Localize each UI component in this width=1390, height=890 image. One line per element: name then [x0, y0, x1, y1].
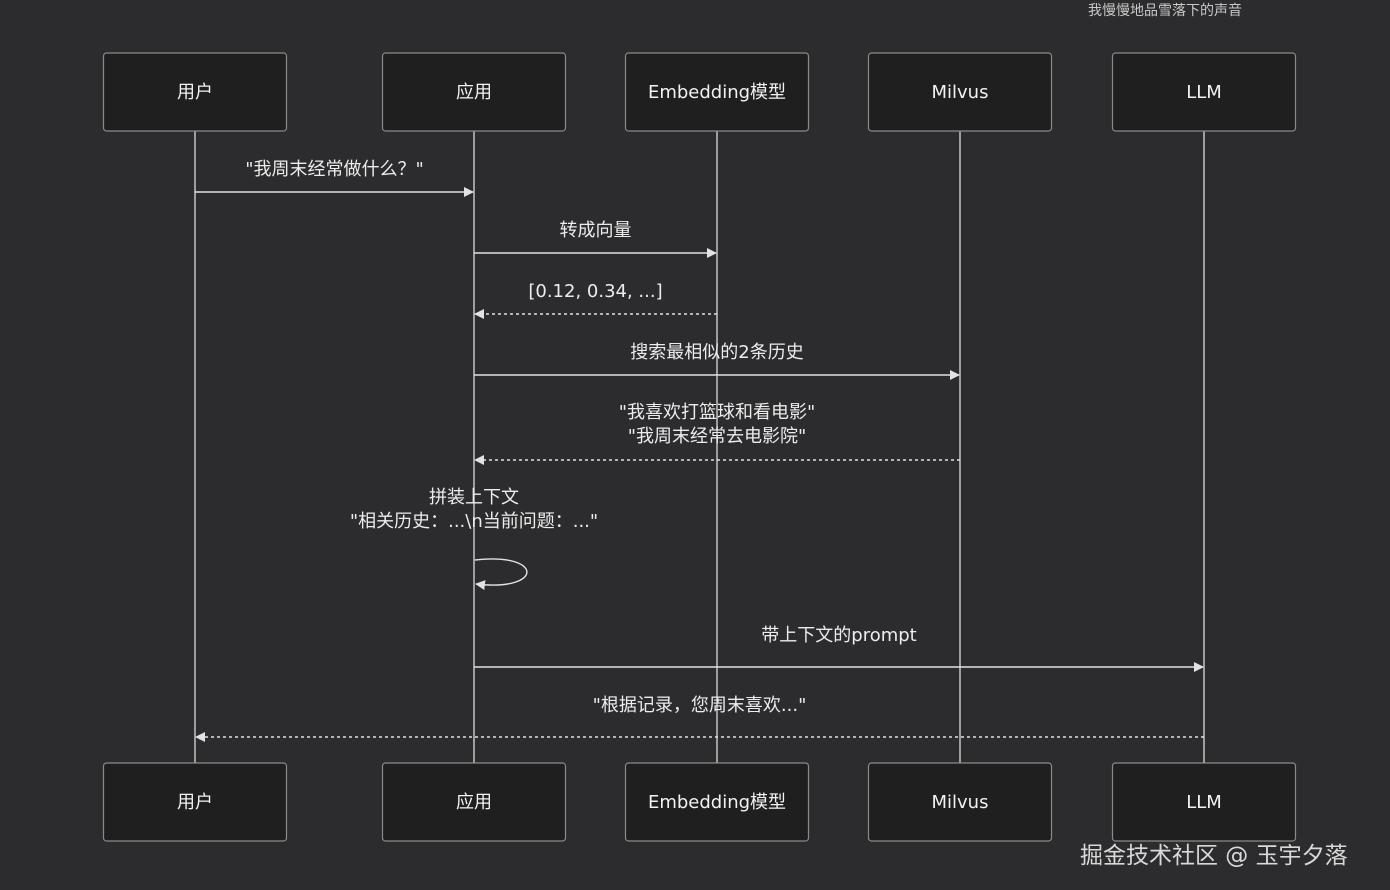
actor-box-milvus-bottom: [867, 762, 1053, 842]
message-4: 搜索最相似的2条历史: [474, 342, 960, 380]
message-3-label-1: [0.12, 0.34, ...]: [528, 281, 662, 302]
message-5: "我喜欢打篮球和看电影" "我周末经常去电影院": [474, 402, 960, 465]
actor-embed-top: Embedding模型: [624, 52, 810, 132]
message-6-label-1: 拼装上下文: [429, 487, 519, 508]
actor-box-user-bottom: [102, 762, 288, 842]
actor-box-llm-top: [1111, 52, 1297, 132]
actor-box-embed-top: [624, 52, 810, 132]
message-7-label-1: 带上下文的prompt: [761, 625, 916, 646]
message-6-label-2: "相关历史：...\n当前问题：...": [350, 511, 598, 532]
actor-box-app-bottom: [381, 762, 567, 842]
actor-label-user-bottom: 用户: [177, 792, 213, 813]
watermark: 掘金技术社区 @ 玉宇夕落: [1080, 843, 1348, 869]
actor-llm-bottom: LLM: [1111, 762, 1297, 842]
header-note: 我慢慢地品雪落下的声音: [1088, 3, 1242, 19]
message-1-label-1: "我周末经常做什么？": [245, 159, 424, 180]
message-8-label-1: "根据记录，您周末喜欢...": [593, 695, 807, 716]
actor-label-user-top: 用户: [177, 82, 213, 103]
message-5-label-2: "我周末经常去电影院": [628, 426, 807, 447]
actor-milvus-bottom: Milvus: [867, 762, 1053, 842]
actor-label-milvus-bottom: Milvus: [932, 792, 989, 813]
message-4-label-1: 搜索最相似的2条历史: [630, 342, 803, 363]
actor-milvus-top: Milvus: [867, 52, 1053, 132]
actor-user-bottom: 用户: [102, 762, 288, 842]
message-6-loop: [474, 558, 528, 591]
message-3: [0.12, 0.34, ...]: [474, 281, 717, 319]
actor-box-milvus-top: [867, 52, 1053, 132]
actor-box-embed-bottom: [624, 762, 810, 842]
actor-box-app-top: [381, 52, 567, 132]
actor-label-embed-bottom: Embedding模型: [648, 792, 786, 813]
message-6: 拼装上下文 "相关历史：...\n当前问题：...": [350, 487, 598, 591]
message-5-label-1: "我喜欢打篮球和看电影": [619, 402, 816, 423]
message-8: "根据记录，您周末喜欢...": [195, 695, 1204, 742]
actor-label-app-bottom: 应用: [456, 792, 492, 813]
actor-app-bottom: 应用: [381, 762, 567, 842]
actor-label-milvus-top: Milvus: [932, 82, 989, 103]
message-2-label-1: 转成向量: [560, 220, 632, 241]
message-2: 转成向量: [474, 220, 717, 258]
actor-user-top: 用户: [102, 52, 288, 132]
actor-label-llm-top: LLM: [1186, 82, 1222, 103]
actor-embed-bottom: Embedding模型: [624, 762, 810, 842]
actor-label-llm-bottom: LLM: [1186, 792, 1222, 813]
actor-llm-top: LLM: [1111, 52, 1297, 132]
actor-label-embed-top: Embedding模型: [648, 82, 786, 103]
message-7: 带上下文的prompt: [474, 625, 1204, 672]
actor-app-top: 应用: [381, 52, 567, 132]
actor-box-user-top: [102, 52, 288, 132]
message-1: "我周末经常做什么？": [195, 159, 474, 197]
actor-box-llm-bottom: [1111, 762, 1297, 842]
actor-label-app-top: 应用: [456, 82, 492, 103]
